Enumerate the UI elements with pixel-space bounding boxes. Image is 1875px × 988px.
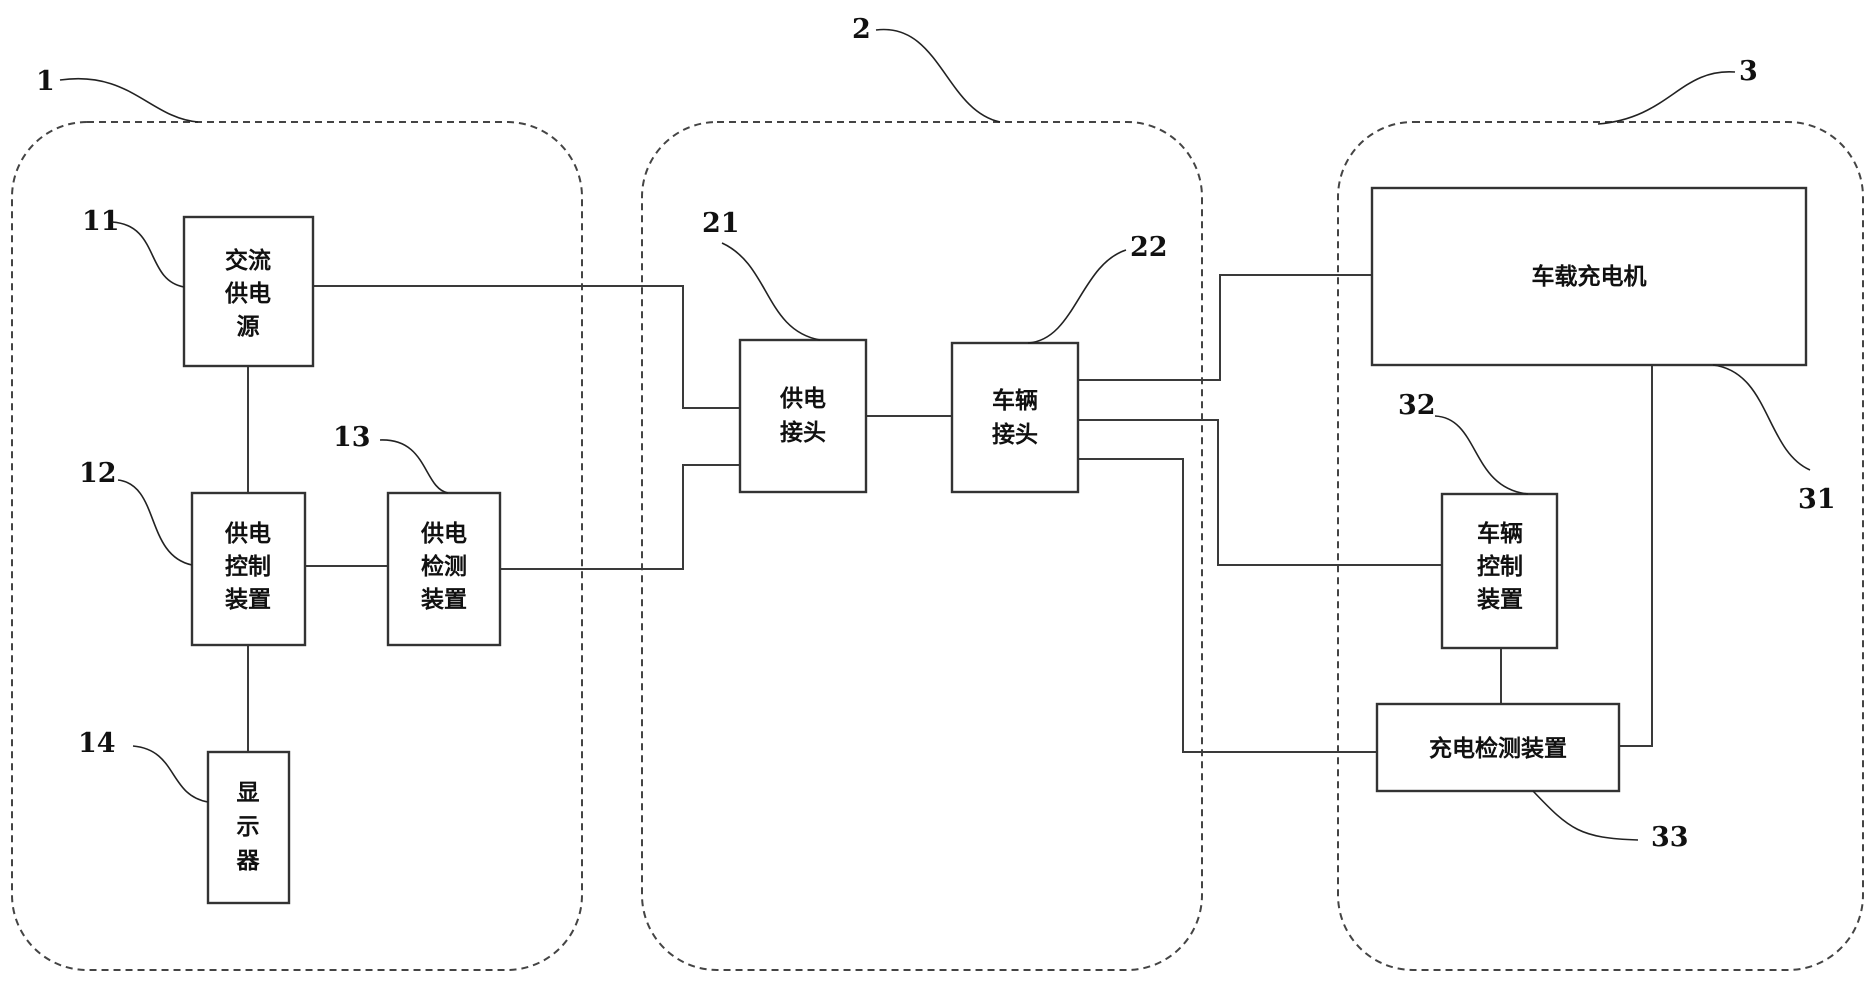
charge-detect-ref: 33 (1651, 822, 1689, 853)
supply-control-ref: 12 (79, 458, 117, 489)
group-2-leader (875, 28, 1001, 123)
group-2-ref: 2 (852, 14, 871, 45)
vehicle-connector-leader (1027, 249, 1127, 344)
vehicle-control-label-2: 控制 (1477, 553, 1523, 580)
onboard-charger-label: 车载充电机 (1532, 263, 1647, 290)
display-leader (132, 745, 209, 803)
supply-detect-label-2: 检测 (421, 553, 467, 580)
wire-vehicle-connector-to-vehicle-control (1078, 419, 1442, 566)
ac-power-source-leader (111, 221, 185, 288)
supply-connector-box (738, 338, 868, 494)
vehicle-control-label-1: 车辆 (1477, 520, 1523, 547)
charge-detect-label: 充电检测装置 (1429, 735, 1567, 762)
wire-ac-to-supply-connector (313, 285, 740, 409)
onboard-charger-box (1370, 186, 1808, 367)
onboard-charger-leader (1712, 364, 1811, 471)
wire-supply-detect-to-connector (500, 464, 740, 570)
supply-control-label-3: 装置 (225, 586, 271, 613)
wire-charger-to-charge-detect (1619, 365, 1653, 747)
supply-connector-ref: 21 (702, 208, 740, 239)
vehicle-connector-label-1: 车辆 (992, 387, 1038, 414)
supply-detect-label-1: 供电 (420, 520, 467, 547)
supply-detect-label-3: 装置 (421, 586, 467, 613)
group-2-boundary (641, 121, 1203, 971)
vehicle-control-leader (1434, 415, 1529, 495)
display-label-3: 器 (236, 847, 261, 874)
supply-control-label-2: 控制 (225, 553, 271, 580)
display-ref: 14 (78, 728, 116, 759)
vehicle-control-box (1440, 492, 1559, 650)
display-box (206, 750, 291, 905)
charge-detect-box (1375, 702, 1621, 793)
display-label-1: 显 (237, 779, 260, 806)
supply-connector-label-2: 接头 (780, 419, 826, 446)
vehicle-connector-box (950, 341, 1080, 494)
vehicle-connector-label-2: 接头 (992, 421, 1038, 448)
ac-power-source-label-3: 源 (237, 313, 260, 340)
group-1-leader (59, 77, 199, 123)
supply-connector-label-1: 供电 (779, 385, 826, 412)
ac-power-source-label-1: 交流 (225, 247, 271, 274)
supply-control-leader (117, 479, 193, 566)
group-1-boundary (11, 121, 583, 971)
wire-vehicle-connector-to-charge-detect (1078, 458, 1377, 753)
charge-detect-leader (1532, 790, 1639, 841)
wire-vehicle-connector-to-charger (1078, 274, 1372, 381)
vehicle-connector-ref: 22 (1130, 232, 1168, 263)
wires (247, 274, 1653, 753)
group-3-boundary (1337, 121, 1864, 971)
supply-control-label-1: 供电 (224, 520, 271, 547)
ac-power-source-box (182, 215, 315, 368)
group-1-ref: 1 (36, 66, 55, 97)
group-3-leader (1597, 71, 1736, 125)
supply-detect-box (386, 491, 502, 647)
supply-detect-leader (379, 439, 449, 494)
supply-control-box (190, 491, 307, 647)
onboard-charger-ref: 31 (1798, 484, 1836, 515)
supply-detect-ref: 13 (333, 422, 371, 453)
group-3-ref: 3 (1739, 56, 1758, 87)
vehicle-control-label-3: 装置 (1477, 586, 1523, 613)
ac-power-source-label-2: 供电 (224, 280, 271, 307)
display-label-2: 示 (237, 813, 260, 840)
vehicle-control-ref: 32 (1398, 390, 1436, 421)
supply-connector-leader (721, 242, 821, 341)
